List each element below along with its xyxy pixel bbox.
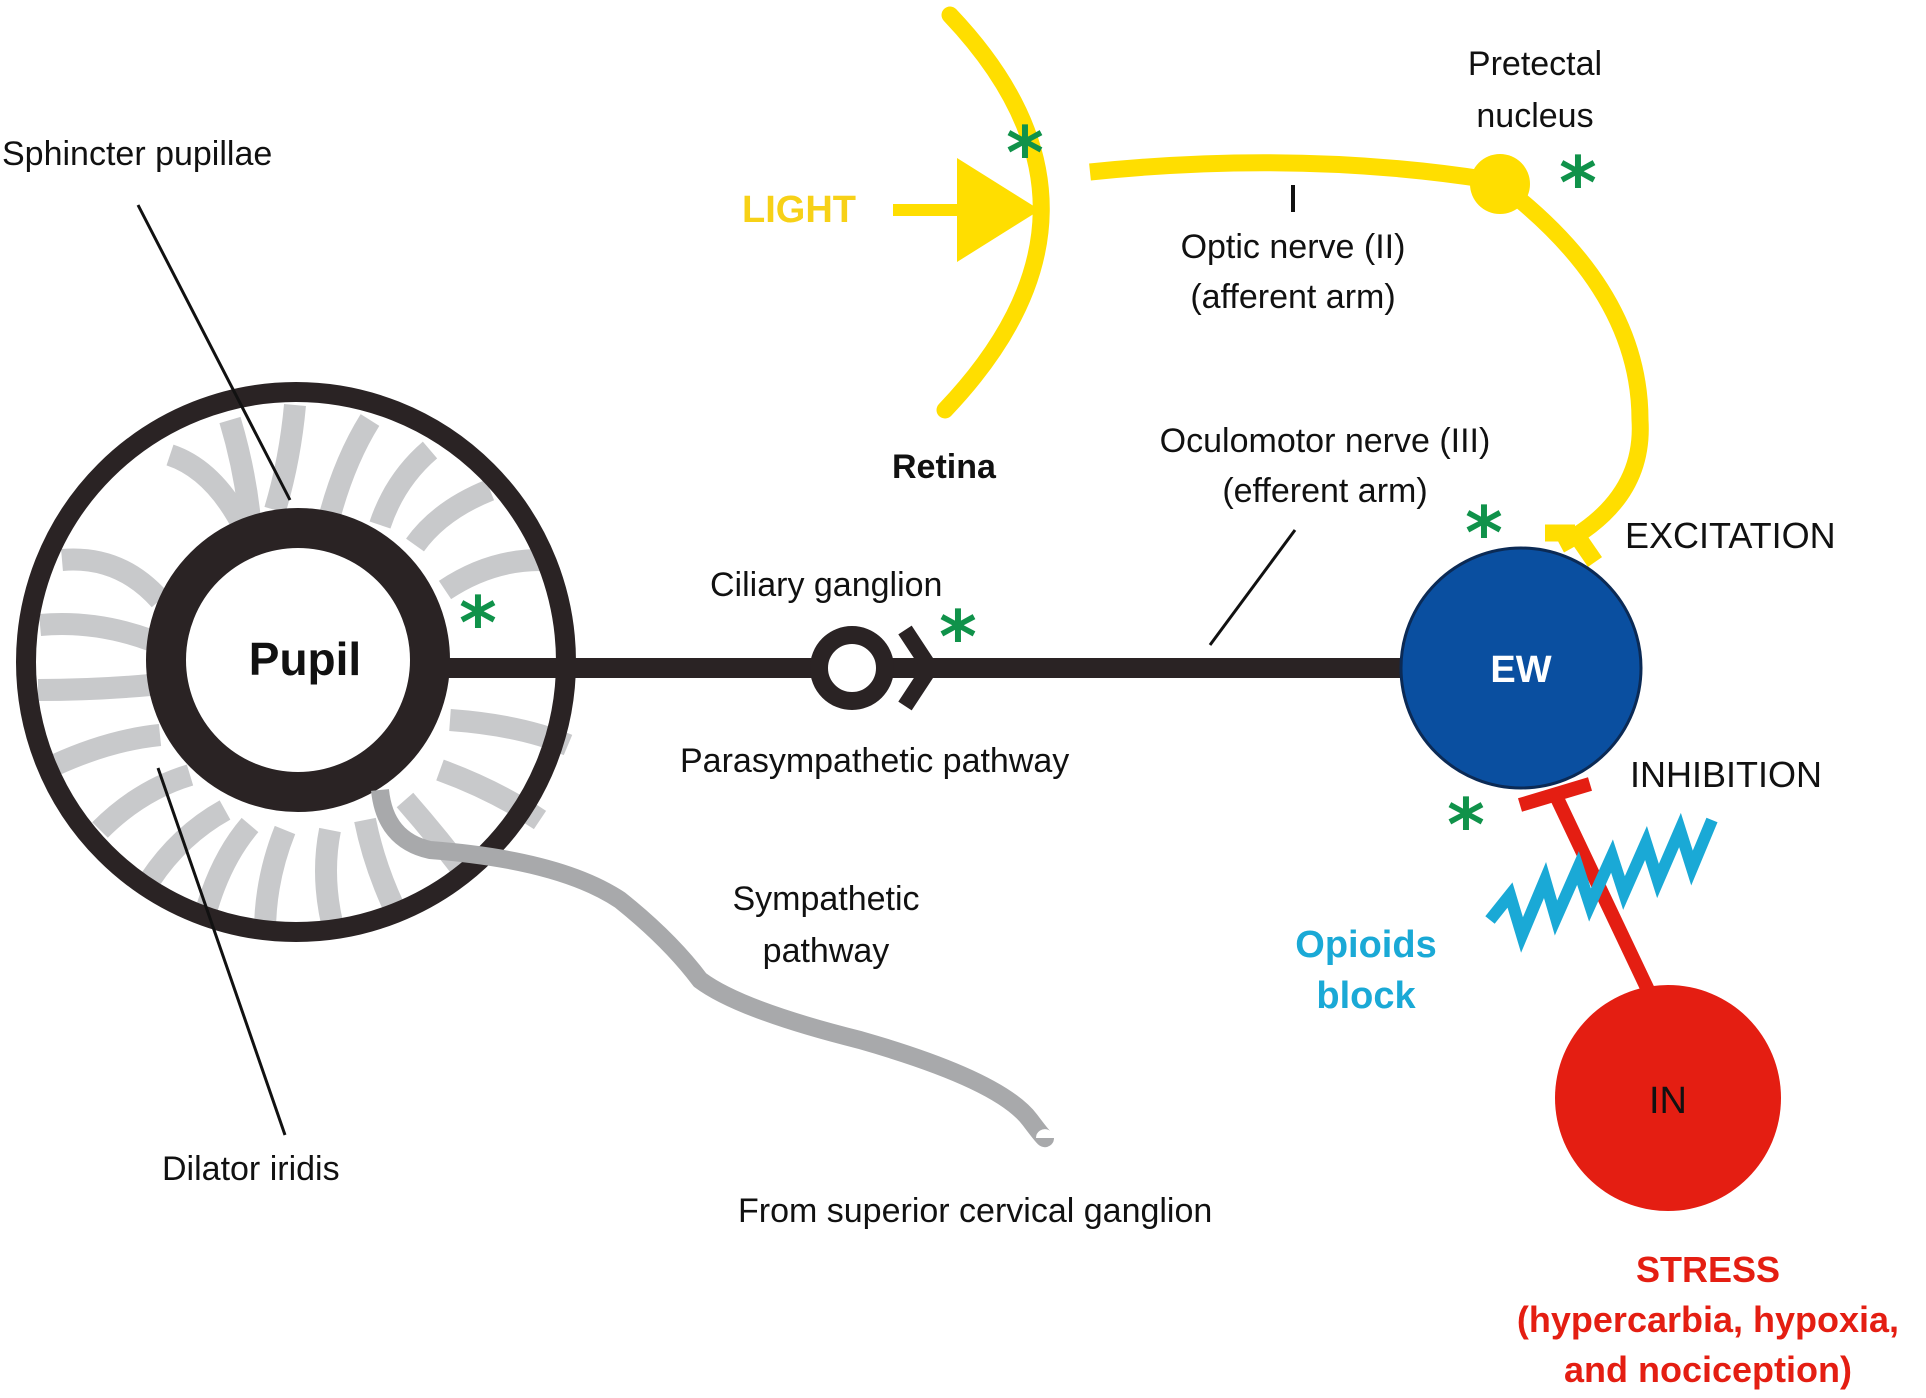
pretectal-nucleus [1470,154,1530,214]
oculomotor-nerve-label-1: Oculomotor nerve (III) [1160,422,1491,460]
excitation-synapse-arm [1568,528,1602,567]
pupil-label: Pupil [249,633,361,685]
asterisk-icon: * [1465,491,1503,575]
excitation-label: EXCITATION [1625,515,1836,556]
dilator-leader-line [156,767,287,1136]
afferent-pathway [893,6,1649,567]
in-interneuron [1555,985,1781,1211]
asterisk-icon: * [1006,111,1044,195]
optic-nerve-fiber [1089,154,1492,189]
light-arrow-head [957,158,1040,262]
inhibition-bar [1517,777,1593,812]
pretectal-to-ew-fiber [1514,193,1649,553]
stress-label-1: STRESS [1636,1249,1780,1290]
retina-label: Retina [892,448,997,486]
optic-nerve-label-1: Optic nerve (II) [1181,228,1406,266]
optic-nerve-label-2: (afferent arm) [1190,278,1395,316]
parasympathetic-pathway [430,625,1410,711]
ew-label: EW [1490,649,1551,691]
oculomotor-nerve-label-2: (efferent arm) [1222,472,1427,510]
opioid-block-zigzag [1485,812,1718,953]
pretectal-nucleus-label-2: nucleus [1476,97,1593,135]
sympathetic-pathway-label-2: pathway [763,932,890,970]
ciliary-ganglion-label: Ciliary ganglion [710,566,942,604]
inhibition-label: INHIBITION [1630,754,1822,795]
asterisk-icon: * [459,581,497,665]
superior-cervical-ganglion-label: From superior cervical ganglion [738,1192,1212,1230]
dilator-iridis-label: Dilator iridis [162,1150,340,1188]
pretectal-nucleus-label-1: Pretectal [1468,45,1602,83]
ciliary-synapse [898,625,940,711]
opioids-label-2: block [1316,975,1416,1017]
in-label: IN [1649,1080,1687,1122]
sphincter-leader-line [136,204,292,501]
sympathetic-pathway-fiber [371,788,1054,1148]
asterisk-icon: * [1559,141,1597,225]
ciliary-ganglion [810,626,894,710]
opioids-label-1: Opioids [1295,924,1436,966]
parasympathetic-pathway-label: Parasympathetic pathway [680,742,1069,780]
light-label: LIGHT [742,189,856,231]
sympathetic-pathway-label-1: Sympathetic [732,880,919,918]
asterisk-markers: * * * * * * [459,111,1597,867]
retina-arc [936,6,1050,419]
sphincter-pupillae-label: Sphincter pupillae [2,135,272,173]
inhibition-fiber [1549,793,1655,993]
oculomotor-leader-line [1208,529,1297,646]
ew-nucleus [1399,546,1643,790]
stress-label-3: and nociception) [1564,1349,1852,1390]
asterisk-icon: * [939,595,977,679]
stress-label-2: (hypercarbia, hypoxia, [1517,1299,1899,1340]
asterisk-icon: * [1447,783,1485,867]
